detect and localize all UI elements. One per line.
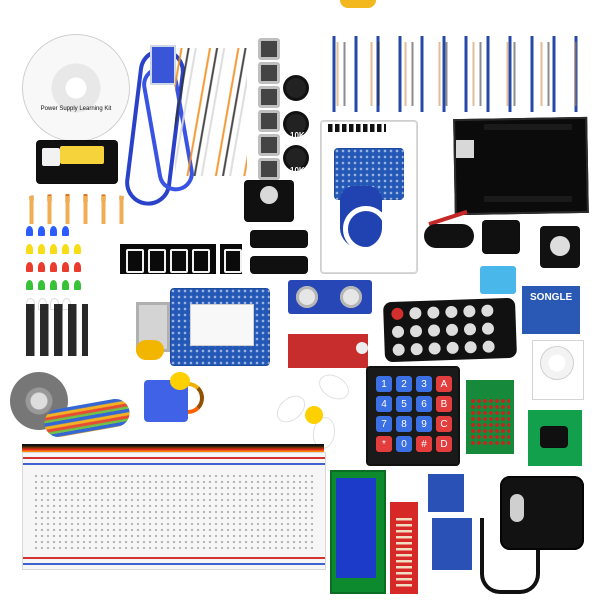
push-button-5 bbox=[258, 134, 280, 156]
joystick-knob bbox=[550, 236, 570, 256]
key-d: D bbox=[436, 436, 452, 452]
sensor-module-black bbox=[482, 220, 520, 254]
arduino-usb-port bbox=[456, 140, 474, 158]
key-6: 6 bbox=[416, 396, 432, 412]
key-7: 7 bbox=[376, 416, 392, 432]
sensor-board-blue-2 bbox=[432, 518, 472, 570]
pir-dome bbox=[540, 346, 574, 380]
driver-chip bbox=[540, 426, 568, 448]
large-breadboard bbox=[22, 452, 326, 570]
power-switch bbox=[60, 146, 104, 164]
push-button-2 bbox=[258, 62, 280, 84]
sound-sensor-module bbox=[288, 334, 368, 368]
key-4: 4 bbox=[376, 396, 392, 412]
key-hash: # bbox=[416, 436, 432, 452]
single-digit-display bbox=[220, 244, 242, 274]
mini-breadboard bbox=[190, 304, 254, 346]
key-a: A bbox=[436, 376, 452, 392]
rotary-knob bbox=[260, 186, 278, 204]
ultrasonic-sensor bbox=[288, 280, 372, 314]
adapter-wire bbox=[480, 518, 540, 594]
ic-chip-2 bbox=[250, 256, 308, 274]
header-pins bbox=[328, 124, 386, 132]
fan-center bbox=[305, 406, 323, 424]
key-9: 9 bbox=[416, 416, 432, 432]
buzzer bbox=[286, 78, 306, 98]
servo-yellow-cap bbox=[170, 372, 190, 390]
ic-chip-1 bbox=[250, 230, 308, 248]
potentiometer-2 bbox=[286, 148, 306, 168]
key-8: 8 bbox=[396, 416, 412, 432]
water-sensor-traces bbox=[396, 518, 412, 588]
fan-blade-2 bbox=[314, 369, 354, 405]
potentiometer-label-2: 10K bbox=[290, 166, 305, 175]
temperature-sensor bbox=[480, 266, 516, 294]
ir-remote bbox=[382, 297, 518, 363]
lcd-screen bbox=[336, 478, 376, 578]
push-button-1 bbox=[258, 38, 280, 60]
arduino-header-bottom bbox=[484, 196, 572, 202]
key-5: 5 bbox=[396, 396, 412, 412]
key-star: * bbox=[376, 436, 392, 452]
fan-blade-1 bbox=[271, 390, 311, 428]
push-button-3 bbox=[258, 86, 280, 108]
usb-plug bbox=[150, 45, 176, 85]
four-digit-display bbox=[120, 244, 216, 274]
usb-port bbox=[42, 148, 60, 166]
resistor-color-bands bbox=[318, 42, 578, 106]
sound-sensor-mic bbox=[356, 342, 368, 354]
key-b: B bbox=[436, 396, 452, 412]
key-c: C bbox=[436, 416, 452, 432]
membrane-keypad: 1 2 3 A 4 5 6 B 7 8 9 C * 0 # D bbox=[366, 366, 460, 466]
key-3: 3 bbox=[416, 376, 432, 392]
potentiometer-label-1: 10K bbox=[290, 131, 305, 140]
rfid-card-ring bbox=[343, 206, 389, 252]
key-2: 2 bbox=[396, 376, 412, 392]
small-black-components bbox=[26, 304, 88, 356]
cd-disc bbox=[22, 34, 130, 142]
jumper-wires bbox=[175, 48, 247, 176]
adapter-prong bbox=[510, 494, 524, 522]
relay-brand: SONGLE bbox=[530, 292, 573, 303]
key-1: 1 bbox=[376, 376, 392, 392]
key-0: 0 bbox=[396, 436, 412, 452]
sensor-board-blue-1 bbox=[428, 474, 464, 512]
motor-yellow-wheel bbox=[136, 340, 164, 360]
arduino-header-top bbox=[484, 124, 572, 130]
battery-clip bbox=[424, 224, 474, 248]
relay-module bbox=[522, 286, 580, 334]
led-matrix bbox=[470, 398, 510, 446]
potentiometer-1 bbox=[286, 114, 306, 134]
push-button-6 bbox=[258, 158, 280, 180]
push-button-4 bbox=[258, 110, 280, 132]
top-yellow-accent bbox=[340, 0, 376, 8]
cd-label: Power Supply Learning Kit bbox=[40, 106, 112, 112]
capacitor-row bbox=[22, 196, 130, 224]
